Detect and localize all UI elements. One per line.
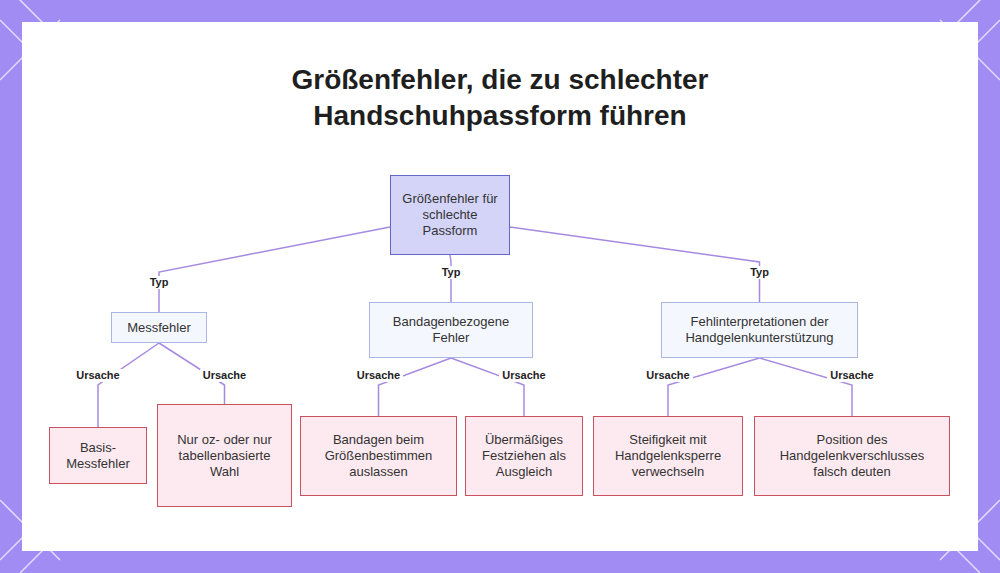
node-text: Fehlinterpretationen der Handgelenkunter… <box>670 314 849 346</box>
node-text: Größenfehler für schlechte Passform <box>399 191 501 239</box>
type-box: Bandagenbezogene Fehler <box>369 302 533 358</box>
root-box: Größenfehler für schlechte Passform <box>390 175 510 255</box>
node-text: Übermäßiges Festziehen als Ausgleich <box>474 432 574 480</box>
cause-box: Basis-Messfehler <box>49 427 147 484</box>
connector-line <box>668 358 760 416</box>
connector-line <box>159 227 390 312</box>
cause-box: Steifigkeit mit Handgelenksperre verwech… <box>593 416 743 496</box>
node-text: Bandagen beim Größenbestimmen auslassen <box>309 432 448 480</box>
node-text: Messfehler <box>127 320 191 336</box>
connector-line <box>510 227 760 302</box>
cause-box: Nur oz- oder nur tabellenbasierte Wahl <box>157 404 292 507</box>
edge-label: Typ <box>439 266 464 279</box>
connector-line <box>451 358 524 416</box>
edge-label: Ursache <box>499 369 548 382</box>
node-text: Position des Handgelenkverschlusses fals… <box>763 432 941 480</box>
connector-line <box>760 358 853 416</box>
connector-line <box>379 358 452 416</box>
node-text: Basis-Messfehler <box>58 440 138 472</box>
node-text: Steifigkeit mit Handgelenksperre verwech… <box>602 432 734 480</box>
edge-label: Typ <box>147 276 172 289</box>
cause-box: Übermäßiges Festziehen als Ausgleich <box>465 416 583 496</box>
connector-line <box>450 255 451 302</box>
cause-box: Bandagen beim Größenbestimmen auslassen <box>300 416 457 496</box>
type-box: Fehlinterpretationen der Handgelenkunter… <box>661 302 858 358</box>
edge-label: Ursache <box>827 369 876 382</box>
edge-label: Ursache <box>354 369 403 382</box>
cause-box: Position des Handgelenkverschlusses fals… <box>754 416 950 496</box>
edge-label: Ursache <box>200 369 249 382</box>
edge-label: Ursache <box>643 369 692 382</box>
node-text: Bandagenbezogene Fehler <box>378 314 524 346</box>
connector-line <box>98 343 159 427</box>
type-box: Messfehler <box>111 312 207 343</box>
diagram-title: Größenfehler, die zu schlechter Handschu… <box>200 62 800 134</box>
edge-label: Typ <box>747 266 772 279</box>
edge-label: Ursache <box>73 369 122 382</box>
node-text: Nur oz- oder nur tabellenbasierte Wahl <box>166 432 283 480</box>
